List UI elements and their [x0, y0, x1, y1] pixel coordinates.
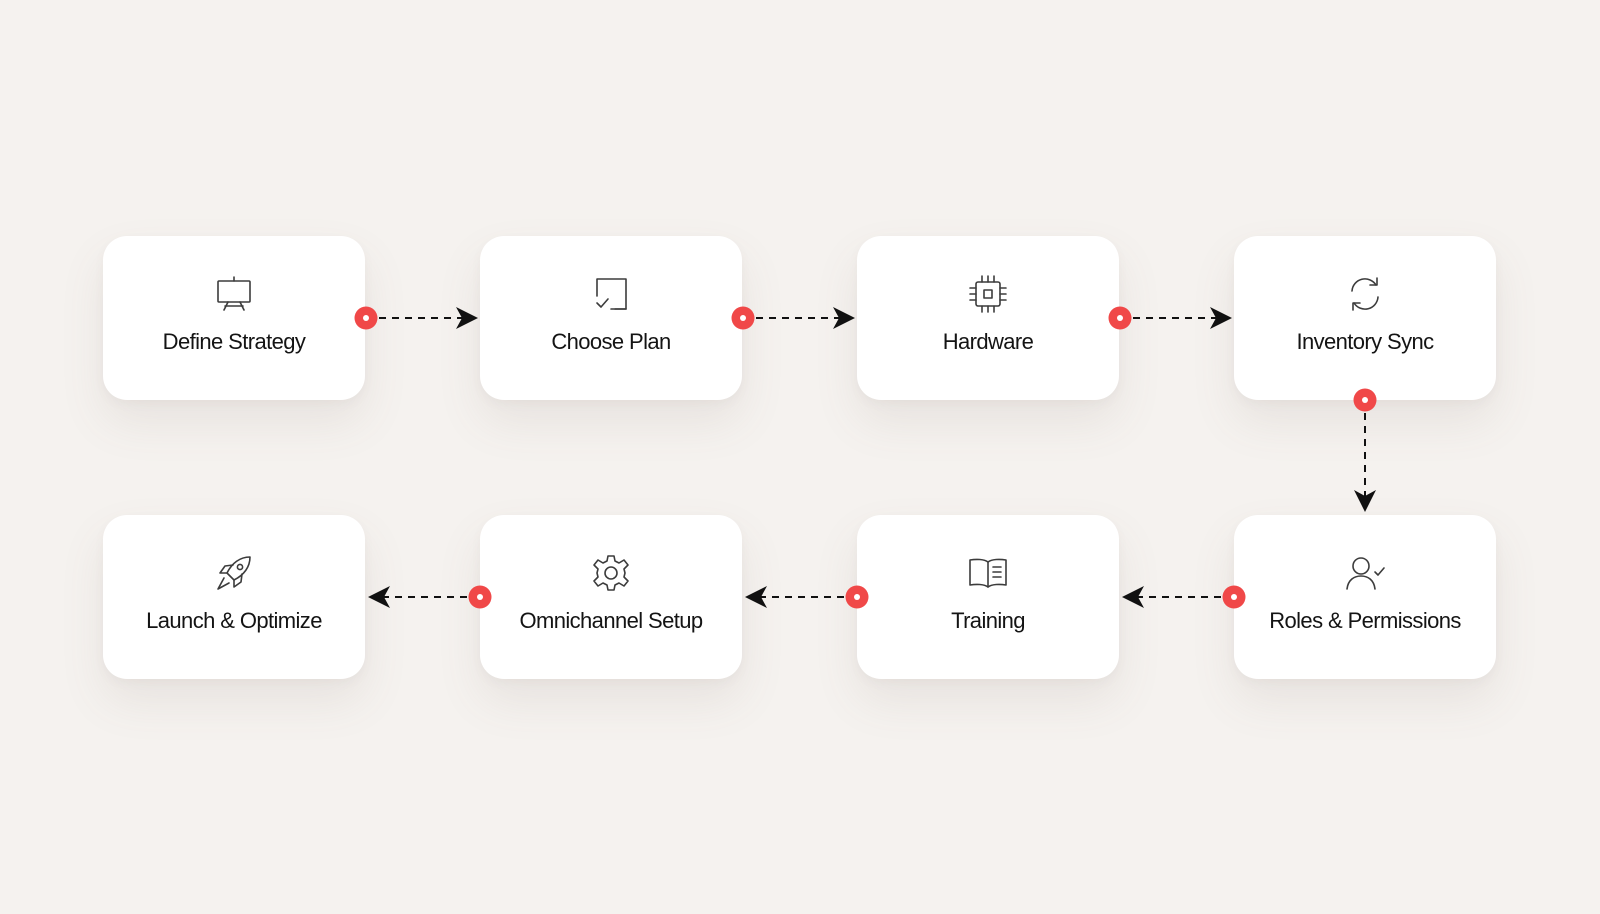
step-label: Hardware: [942, 329, 1034, 354]
connector-plan-to-hardware: [731, 306, 855, 330]
step-card-hardware: Hardware: [857, 236, 1119, 400]
step-card-choose-plan: Choose Plan: [480, 236, 742, 400]
connector-omnichannel-to-launch: [368, 585, 492, 609]
chip-icon: [966, 272, 1010, 316]
step-label: Choose Plan: [551, 329, 671, 354]
user-check-icon: [1343, 551, 1387, 595]
step-card-define-strategy: Define Strategy: [103, 236, 365, 400]
step-label: Define Strategy: [162, 329, 306, 354]
step-card-launch-optimize: Launch & Optimize: [103, 515, 365, 679]
presentation-board-icon: [212, 272, 256, 316]
step-label: Inventory Sync: [1296, 329, 1434, 354]
checklist-icon: [589, 272, 633, 316]
book-icon: [966, 551, 1010, 595]
connector-roles-to-training: [1122, 585, 1246, 609]
step-card-roles-permissions: Roles & Permissions: [1234, 515, 1496, 679]
sync-icon: [1343, 272, 1387, 316]
connector-hardware-to-inventory: [1108, 306, 1232, 330]
step-card-training: Training: [857, 515, 1119, 679]
step-label: Training: [951, 608, 1025, 633]
connector-inventory-to-roles: [1353, 388, 1377, 512]
step-card-inventory-sync: Inventory Sync: [1234, 236, 1496, 400]
gear-icon: [589, 551, 633, 595]
connector-training-to-omnichannel: [745, 585, 869, 609]
step-label: Roles & Permissions: [1269, 608, 1461, 633]
step-label: Launch & Optimize: [146, 608, 322, 633]
rocket-icon: [212, 551, 256, 595]
connector-define-to-plan: [354, 306, 478, 330]
step-label: Omnichannel Setup: [519, 608, 703, 633]
step-card-omnichannel-setup: Omnichannel Setup: [480, 515, 742, 679]
